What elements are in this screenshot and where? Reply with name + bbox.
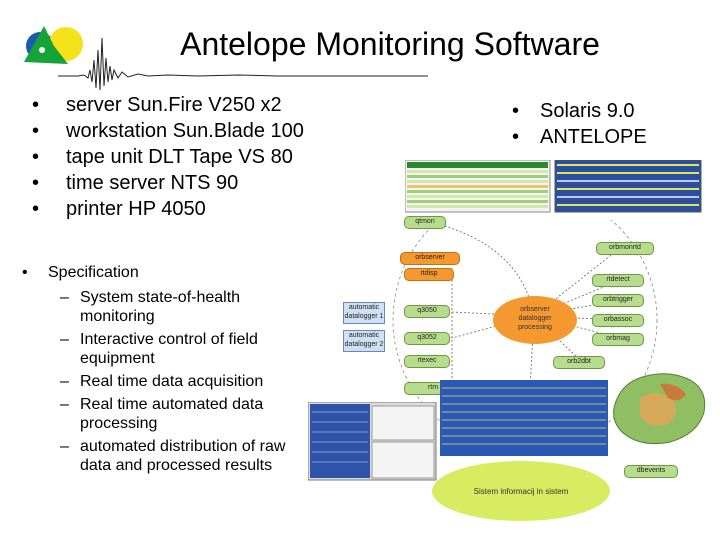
node-rtdetect: rtdetect xyxy=(592,274,644,287)
node-orbtrigger: orbtrigger xyxy=(592,294,644,307)
node-orbmag: orbmag xyxy=(592,333,644,346)
specification-section: Specification System state-of-healthmoni… xyxy=(20,263,285,479)
seismogram-trace xyxy=(58,37,428,90)
gis-label: Sistem informacij in sistem xyxy=(473,487,569,496)
spec-item: Real time data acquisition xyxy=(20,372,285,391)
software-item: Solaris 9.0 xyxy=(510,98,647,124)
gis-ellipse xyxy=(432,461,610,521)
node-rtdisp: rtdisp xyxy=(404,268,454,281)
hardware-item: workstation Sun.Blade 100 xyxy=(30,118,304,144)
node-orbassoc: orbassoc xyxy=(592,314,644,327)
node-q3050: q3050 xyxy=(404,305,450,318)
center-node-ellipse xyxy=(493,296,577,344)
waveform-screenshot xyxy=(308,402,437,481)
hardware-list: server Sun.Fire V250 x2 workstation Sun.… xyxy=(30,92,304,222)
hardware-item: printer HP 4050 xyxy=(30,196,304,222)
node-qtmon: qtmon xyxy=(404,216,446,229)
node-rtexec: rtexec xyxy=(404,355,450,368)
antelope-logo xyxy=(24,26,428,90)
specification-heading: Specification xyxy=(20,263,285,283)
node-orbmonrtd: orbmonrtd xyxy=(596,242,654,255)
hardware-item: tape unit DLT Tape VS 80 xyxy=(30,144,304,170)
slovenia-map xyxy=(613,373,706,445)
software-item: ANTELOPE xyxy=(510,124,647,150)
software-list: Solaris 9.0 ANTELOPE xyxy=(510,98,647,150)
hardware-item: server Sun.Fire V250 x2 xyxy=(30,92,304,118)
seismic-records-panel xyxy=(440,380,608,456)
hardware-item: time server NTS 90 xyxy=(30,170,304,196)
node-q3052: q3052 xyxy=(404,332,450,345)
slide-title: Antelope Monitoring Software xyxy=(180,26,600,62)
node-orbserver: orbserver xyxy=(400,252,460,265)
node-dbevents: dbevents xyxy=(624,465,678,478)
screenshot-thumbnails xyxy=(405,160,702,213)
logo-shapes-icon xyxy=(24,26,83,64)
node-orb2dbt: orb2dbt xyxy=(553,356,605,369)
